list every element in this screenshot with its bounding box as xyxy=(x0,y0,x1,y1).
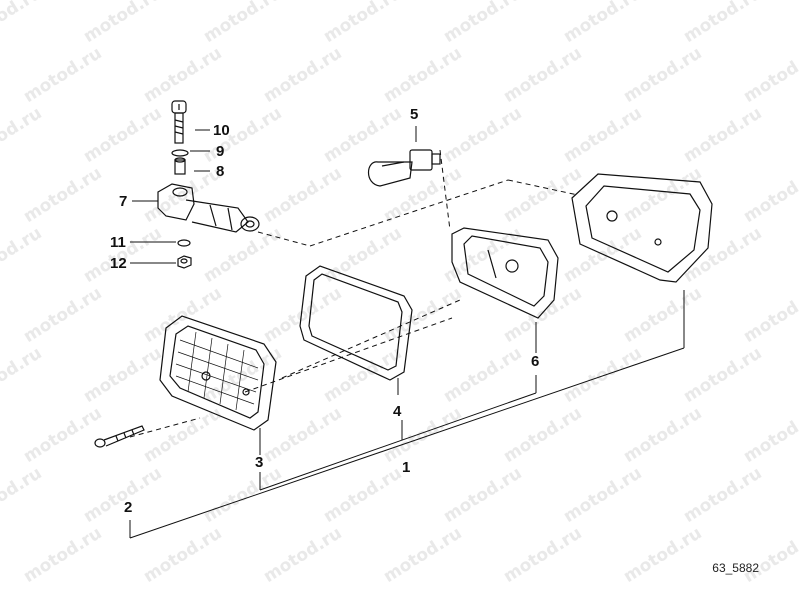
nut-part xyxy=(177,255,192,269)
callout-7: 7 xyxy=(119,193,128,210)
callout-11: 11 xyxy=(110,234,126,251)
callout-8: 8 xyxy=(216,163,225,180)
diagram-id: 63_5882 xyxy=(712,561,759,575)
bulb-part xyxy=(367,149,441,187)
leader-lines xyxy=(129,126,685,539)
washer-part xyxy=(171,149,189,157)
callout-10: 10 xyxy=(213,122,230,139)
screw-part xyxy=(94,425,145,448)
callout-1: 1 xyxy=(402,459,411,476)
callout-9: 9 xyxy=(216,143,225,160)
callout-3: 3 xyxy=(255,454,264,471)
reflector-part xyxy=(451,227,559,319)
callout-12: 12 xyxy=(110,255,127,272)
washer-small-part xyxy=(177,239,191,247)
spacer-part xyxy=(174,157,186,175)
housing-outer-part xyxy=(571,173,713,283)
callout-2: 2 xyxy=(124,499,133,516)
callout-6: 6 xyxy=(531,353,540,370)
callout-5: 5 xyxy=(410,106,419,123)
lens-part xyxy=(159,315,277,431)
gasket-part xyxy=(299,265,413,381)
bracket-part xyxy=(157,183,260,233)
callout-4: 4 xyxy=(393,403,402,420)
bolt-part xyxy=(171,100,187,144)
